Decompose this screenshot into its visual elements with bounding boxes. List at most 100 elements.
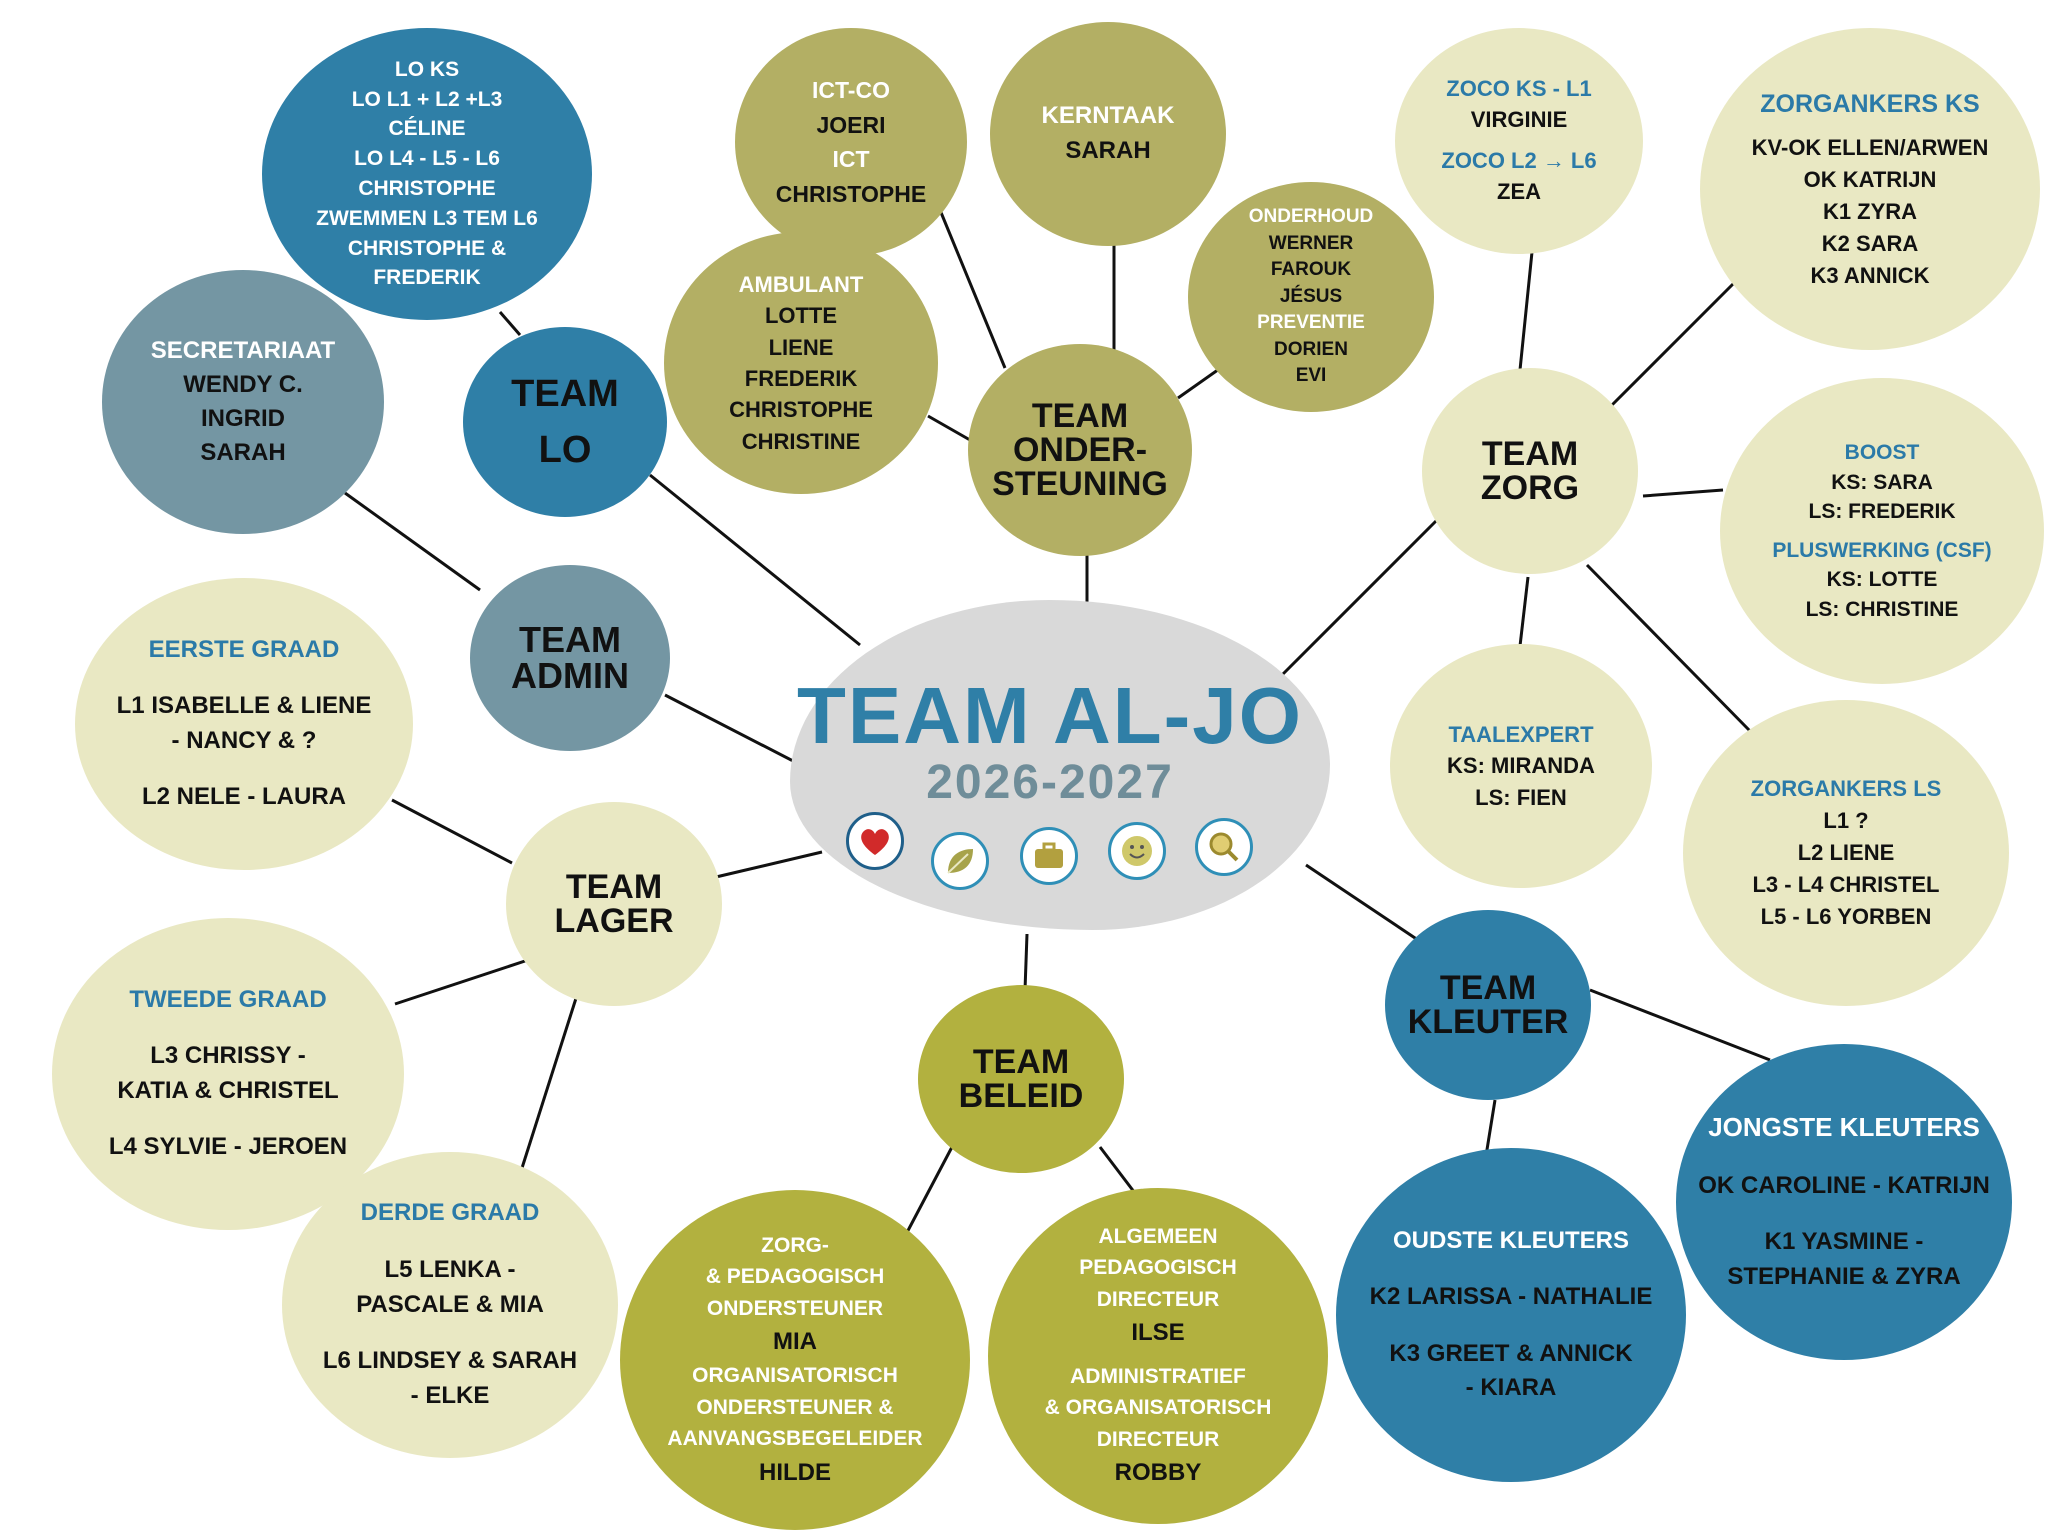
link-zorg-zoco xyxy=(1518,251,1534,371)
name: JOERI xyxy=(816,111,886,138)
assignment-line: KS: MIRANDA xyxy=(1447,753,1595,779)
lo-line: CHRISTOPHE xyxy=(358,177,496,200)
class-line: K3 GREET & ANNICK xyxy=(1389,1339,1633,1367)
jongste-kleuters-bubble: JONGSTE KLEUTERS OK CAROLINE - KATRIJN K… xyxy=(1676,1044,2012,1360)
kerntaak-heading: KERNTAAK xyxy=(1041,102,1175,130)
hub-team-lo: TEAM LO xyxy=(463,327,667,517)
name: MIA xyxy=(773,1328,817,1355)
ict-bubble: ICT-CO JOERI ICT CHRISTOPHE xyxy=(735,28,967,256)
link-lo-center xyxy=(649,473,861,647)
link-zorg-zorgankers-ks xyxy=(1610,272,1745,407)
hub-label: TEAM xyxy=(511,373,619,416)
hub-label: STEUNING xyxy=(992,465,1168,503)
name: VIRGINIE xyxy=(1470,107,1568,133)
heart-icon xyxy=(846,812,904,870)
jongste-heading: JONGSTE KLEUTERS xyxy=(1708,1112,1980,1143)
assignment-line: KS: LOTTE xyxy=(1826,568,1938,592)
class-line: STEPHANIE & ZYRA xyxy=(1727,1262,1961,1290)
leaf-icon xyxy=(931,832,989,890)
link-admin-secretariaat xyxy=(344,491,481,592)
class-line: K2 LARISSA - NATHALIE xyxy=(1369,1283,1653,1311)
name: INGRID xyxy=(201,405,285,432)
hub-label: TEAM xyxy=(519,619,621,660)
class-line: L6 LINDSEY & SARAH xyxy=(322,1346,578,1374)
name: FAROUK xyxy=(1270,259,1352,281)
class-line: L4 SYLVIE - JEROEN xyxy=(108,1133,348,1161)
boost-bubble: BOOST KS: SARA LS: FREDERIK PLUSWERKING … xyxy=(1720,378,2044,684)
hub-label: ZORG xyxy=(1480,469,1580,507)
directeur-bubble: ALGEMEEN PEDAGOGISCH DIRECTEUR ILSE ADMI… xyxy=(988,1188,1328,1524)
class-line: - KIARA xyxy=(1465,1374,1557,1402)
assignment-line: LS: CHRISTINE xyxy=(1805,597,1959,621)
link-lager-eerste xyxy=(391,798,513,865)
zorgankers-ls-bubble: ZORGANKERS LS L1 ? L2 LIENE L3 - L4 CHRI… xyxy=(1683,700,2009,1006)
lo-line: LO L1 + L2 +L3 xyxy=(351,87,503,111)
hub-label: TEAM xyxy=(1481,435,1579,473)
name: ILSE xyxy=(1131,1319,1185,1347)
hub-label: KLEUTER xyxy=(1407,1003,1569,1041)
name: WENDY C. xyxy=(183,370,303,398)
name: HILDE xyxy=(759,1458,831,1486)
role-heading: PEDAGOGISCH xyxy=(1079,1256,1237,1280)
ict-heading: ICT xyxy=(832,146,870,172)
oudste-heading: OUDSTE KLEUTERS xyxy=(1392,1226,1629,1254)
hub-team-lager: TEAM LAGER xyxy=(506,802,722,1006)
name: LOTTE xyxy=(764,303,838,329)
lo-line: LO KS xyxy=(394,57,460,81)
zorg-ped-bubble: ZORG- & PEDAGOGISCH ONDERSTEUNER MIA ORG… xyxy=(620,1190,970,1530)
assignment-line: LS: FREDERIK xyxy=(1808,499,1956,523)
assignment-line: L2 LIENE xyxy=(1797,840,1895,866)
pluswerking-heading: PLUSWERKING (CSF) xyxy=(1772,538,1992,562)
lo-line: FREDERIK xyxy=(373,266,481,290)
link-beleid-zorgped xyxy=(901,1146,954,1241)
secretariaat-heading: SECRETARIAAT xyxy=(150,336,336,364)
assignment-line: OK KATRIJN xyxy=(1803,167,1937,193)
role-heading: DIRECTEUR xyxy=(1096,1287,1220,1311)
eerste-graad-heading: EERSTE GRAAD xyxy=(148,635,340,663)
zorgankers-ls-heading: ZORGANKERS LS xyxy=(1750,776,1942,802)
taalexpert-bubble: TAALEXPERT KS: MIRANDA LS: FIEN xyxy=(1390,644,1652,888)
name: WERNER xyxy=(1268,232,1354,254)
assignment-line: LS: FIEN xyxy=(1475,784,1567,810)
link-kleuter-center xyxy=(1305,863,1419,942)
link-zorg-taal xyxy=(1518,576,1530,647)
hub-label: LO xyxy=(538,428,592,471)
preventie-heading: PREVENTIE xyxy=(1257,312,1365,334)
link-onder-onderhoud xyxy=(1177,365,1223,400)
zoco-heading: ZOCO L2 → L6 xyxy=(1441,147,1597,173)
link-onder-ambulant xyxy=(927,414,971,442)
eerste-graad-bubble: EERSTE GRAAD L1 ISABELLE & LIENE - NANCY… xyxy=(75,578,413,870)
role-heading: ORGANISATORISCH xyxy=(692,1364,898,1387)
hub-label: TEAM xyxy=(972,1043,1070,1081)
role-heading: ONDERSTEUNER & xyxy=(696,1395,894,1419)
lo-line: ZWEMMEN L3 TEM L6 xyxy=(316,206,538,230)
class-line: OK CAROLINE - KATRIJN xyxy=(1698,1171,1990,1199)
center-title: TEAM AL-JO xyxy=(797,671,1303,760)
hub-label: BELEID xyxy=(958,1077,1084,1115)
name: EVI xyxy=(1295,365,1327,387)
hub-label: TEAM xyxy=(1439,969,1537,1007)
class-line: L1 ISABELLE & LIENE xyxy=(116,692,372,720)
assignment-line: L1 ? xyxy=(1823,808,1869,834)
link-admin-center xyxy=(664,693,796,764)
role-heading: DIRECTEUR xyxy=(1096,1427,1220,1451)
lo-details-bubble: LO KS LO L1 + L2 +L3 CÉLINE LO L4 - L5 -… xyxy=(262,28,592,320)
kerntaak-bubble: KERNTAAK SARAH xyxy=(990,22,1226,246)
briefcase-icon xyxy=(1020,827,1078,885)
hub-team-admin: TEAM ADMIN xyxy=(470,565,670,751)
name: CHRISTOPHE xyxy=(729,397,873,423)
tweede-graad-bubble: TWEEDE GRAAD L3 CHRISSY - KATIA & CHRIST… xyxy=(52,918,404,1230)
assignment-line: K1 ZYRA xyxy=(1822,199,1918,225)
assignment-line: K3 ANNICK xyxy=(1810,262,1930,288)
zoco-bubble: ZOCO KS - L1 VIRGINIE ZOCO L2 → L6 ZEA xyxy=(1395,28,1643,254)
role-heading: & PEDAGOGISCH xyxy=(705,1265,885,1288)
magnifier-icon xyxy=(1195,818,1253,876)
link-zorg-center xyxy=(1281,513,1444,676)
hub-team-kleuter: TEAM KLEUTER xyxy=(1385,910,1591,1100)
link-lager-tweede xyxy=(394,958,529,1006)
role-heading: ZORG- xyxy=(761,1233,829,1257)
role-heading: & ORGANISATORISCH xyxy=(1044,1396,1272,1420)
lo-line: CÉLINE xyxy=(388,117,466,141)
zoco-heading: ZOCO KS - L1 xyxy=(1446,76,1592,102)
